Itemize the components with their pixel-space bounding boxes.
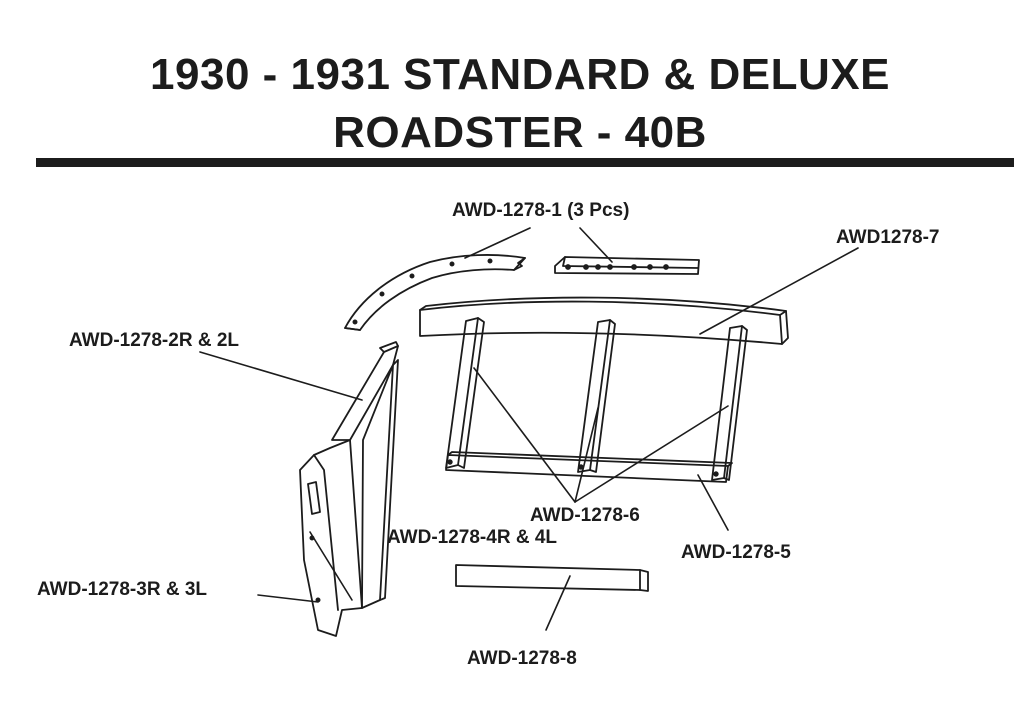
label-awd-1278-3: AWD-1278-3R & 3L <box>37 579 207 600</box>
leader-lines <box>199 227 859 631</box>
label-awd-1278-2: AWD-1278-2R & 2L <box>69 330 239 351</box>
part-loose-bar <box>455 564 649 592</box>
part-flat-strip <box>554 256 700 275</box>
label-awd-1278-8: AWD-1278-8 <box>467 648 577 669</box>
part-top-rail <box>419 296 789 345</box>
title-line-1: 1930 - 1931 STANDARD & DELUXE <box>150 50 890 99</box>
label-awd-1278-5: AWD-1278-5 <box>681 542 791 563</box>
label-awd1278-7: AWD1278-7 <box>836 227 940 248</box>
part-posts <box>445 317 748 481</box>
label-awd-1278-1: AWD-1278-1 (3 Pcs) <box>452 200 630 221</box>
part-side-frame <box>299 341 399 637</box>
part-curved-bow <box>344 254 526 331</box>
title-line-2: ROADSTER - 40B <box>333 108 707 157</box>
label-awd-1278-4: AWD-1278-4R & 4L <box>387 527 557 548</box>
label-awd-1278-6: AWD-1278-6 <box>530 505 640 526</box>
part-bottom-rail <box>445 451 733 483</box>
title-rule <box>36 158 1014 167</box>
